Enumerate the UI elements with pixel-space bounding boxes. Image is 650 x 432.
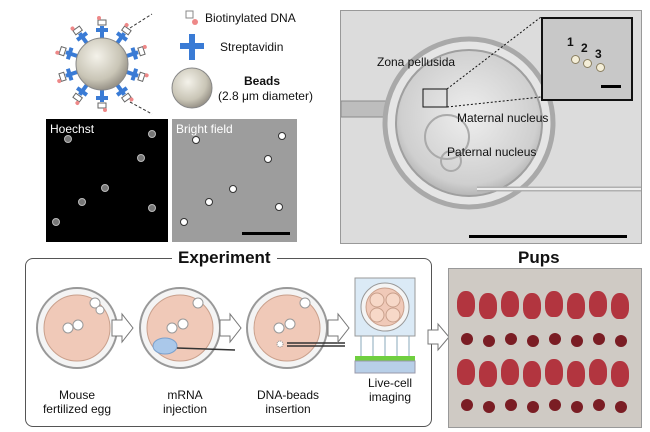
egg-stage-1: [36, 287, 118, 369]
placenta: [483, 401, 495, 413]
pup: [545, 359, 563, 385]
bead-spot: [571, 55, 580, 64]
pups-title: Pups: [518, 248, 560, 267]
pup: [479, 293, 497, 319]
streptavidin-dna-ring: [52, 16, 152, 114]
maternal-nucleus-label: Maternal nucleus: [457, 111, 549, 125]
bead-spot: [52, 218, 60, 226]
bead-spot: [205, 198, 213, 206]
bead-spot: [78, 198, 86, 206]
bead-spot: [148, 130, 156, 138]
arrow-2: [219, 312, 242, 344]
pup: [479, 361, 497, 387]
pup: [567, 293, 585, 319]
step-1-line1: Mouse: [58, 388, 96, 402]
bead-spot: [137, 154, 145, 162]
placenta: [527, 335, 539, 347]
arrow-3: [327, 312, 350, 344]
placenta: [549, 333, 561, 345]
hoechst-label: Hoechst: [50, 122, 95, 136]
bead-spot: [275, 203, 283, 211]
step-label-1: Mouse fertilized egg: [27, 388, 127, 416]
placenta: [615, 335, 627, 347]
pup: [457, 359, 475, 385]
arrow-to-pups: [427, 322, 450, 352]
bead-spot: [192, 136, 200, 144]
beads-size-label: (2.8 μm diameter): [218, 89, 313, 103]
streptavidin-icon: [180, 34, 204, 60]
bead-spot: [148, 204, 156, 212]
step-label-4: Live-cell imaging: [350, 376, 430, 404]
pup: [611, 361, 629, 387]
inset-scale-bar: [601, 85, 621, 88]
arrow-1: [111, 312, 134, 344]
pup: [523, 293, 541, 319]
zona-label: Zona pellusida: [377, 55, 456, 69]
pup: [611, 293, 629, 319]
placenta: [571, 335, 583, 347]
placenta: [505, 399, 517, 411]
scale-bar: [242, 232, 290, 235]
bright-field-label: Bright field: [176, 122, 233, 136]
bead-spot: [64, 135, 72, 143]
placenta: [461, 333, 473, 345]
placenta: [549, 399, 561, 411]
pups-photo: [448, 268, 642, 428]
dna-icon: [185, 10, 198, 25]
step-label-2: mRNA injection: [140, 388, 230, 416]
dna-label: Biotinylated DNA: [205, 11, 296, 25]
pup: [567, 361, 585, 387]
experiment-title: Experiment: [172, 248, 277, 268]
placenta: [483, 335, 495, 347]
imaging-stage: [354, 277, 416, 374]
hoechst-panel: Hoechst: [46, 119, 168, 242]
bead-spot: [101, 184, 109, 192]
pup: [589, 291, 607, 317]
experiment-steps: [36, 277, 416, 374]
streptavidin-label: Streptavidin: [220, 40, 284, 54]
step-2-line2: injection: [162, 402, 208, 416]
egg-stage-3: [246, 287, 345, 369]
step-3-line1: DNA-beads: [256, 388, 320, 402]
pup: [523, 361, 541, 387]
inset-number: 1: [567, 35, 574, 49]
placenta: [615, 401, 627, 413]
bead-icon: [171, 67, 213, 109]
step-1-line2: fertilized egg: [42, 402, 112, 416]
placenta: [505, 333, 517, 345]
pup: [457, 291, 475, 317]
embryo-micrograph: 1 2 3 Zona pellusida Maternal nucleus Pa…: [340, 10, 642, 244]
bright-field-panel: Bright field: [172, 119, 297, 242]
placenta: [593, 333, 605, 345]
bead-spot: [583, 59, 592, 68]
bead-spot: [229, 185, 237, 193]
pup: [545, 291, 563, 317]
placenta: [461, 399, 473, 411]
pup: [589, 359, 607, 385]
placenta: [527, 401, 539, 413]
bead-schematic: [52, 13, 153, 115]
step-2-line1: mRNA: [167, 388, 203, 402]
bead-spot: [596, 63, 605, 72]
placenta: [571, 401, 583, 413]
placenta: [593, 399, 605, 411]
paternal-nucleus-label: Paternal nucleus: [447, 145, 537, 159]
step-4-line2: imaging: [368, 390, 412, 404]
inset-number: 3: [595, 47, 602, 61]
pup: [501, 291, 519, 317]
inset-magnification: 1 2 3: [541, 17, 633, 101]
micrograph-scale-bar: [469, 235, 627, 238]
step-label-3: DNA-beads insertion: [238, 388, 338, 416]
step-4-line1: Live-cell: [367, 376, 412, 390]
inset-number: 2: [581, 41, 588, 55]
pup: [501, 359, 519, 385]
bead-spot: [180, 218, 188, 226]
egg-stage-2: [139, 287, 236, 369]
bead-spot: [264, 155, 272, 163]
bead-spot: [278, 132, 286, 140]
beads-label: Beads: [244, 74, 281, 88]
step-3-line2: insertion: [265, 402, 311, 416]
